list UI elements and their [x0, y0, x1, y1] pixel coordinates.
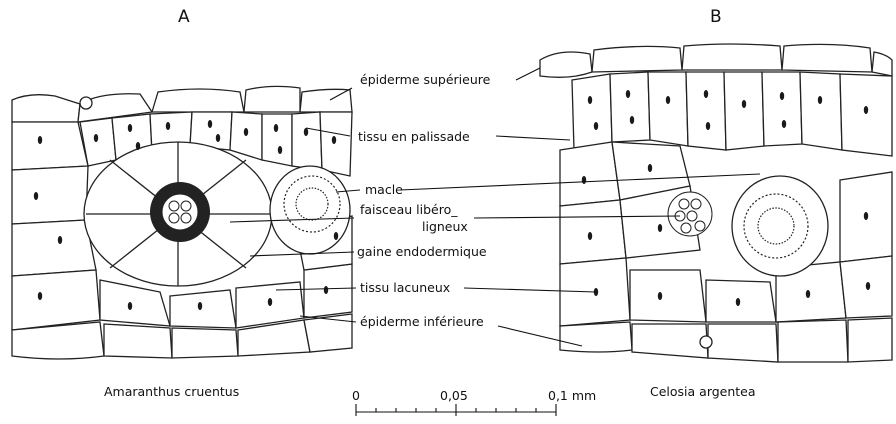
panel-b-letter: B — [710, 7, 722, 27]
label-tissu-lacuneux: tissu lacuneux — [360, 280, 450, 295]
panel-a-letter: A — [178, 7, 190, 27]
panel-b-lower-epidermis — [560, 318, 892, 362]
caption-celosia: Celosia argentea — [650, 384, 756, 399]
panel-a-macle-cell — [270, 166, 350, 254]
panel-a-vascular-bundle — [150, 182, 210, 242]
label-gaine-endodermique: gaine endodermique — [357, 244, 487, 259]
label-epiderme-inferieure: épiderme inférieure — [360, 314, 484, 329]
label-macle: macle — [365, 182, 403, 197]
scale-tick-01: 0,1 mm — [548, 388, 596, 403]
panel-b-drawing — [540, 44, 892, 362]
label-faisceau-ligneux: ligneux — [422, 219, 468, 234]
label-epiderme-superieure: épiderme supérieure — [360, 72, 491, 87]
panel-a-drawing — [12, 86, 352, 359]
panel-b-macle-cell — [732, 176, 828, 276]
caption-amaranthus: Amaranthus cruentus — [104, 384, 239, 399]
panel-b-spongy — [560, 142, 892, 326]
panel-b-vascular-bundle — [668, 192, 712, 236]
label-tissu-palissade: tissu en palissade — [358, 129, 470, 144]
scale-bar: 0 0,05 0,1 mm — [352, 388, 596, 416]
label-faisceau-libero: faisceau libéro_ — [360, 202, 458, 217]
scale-tick-0: 0 — [352, 388, 360, 403]
scale-tick-005: 0,05 — [440, 388, 468, 403]
